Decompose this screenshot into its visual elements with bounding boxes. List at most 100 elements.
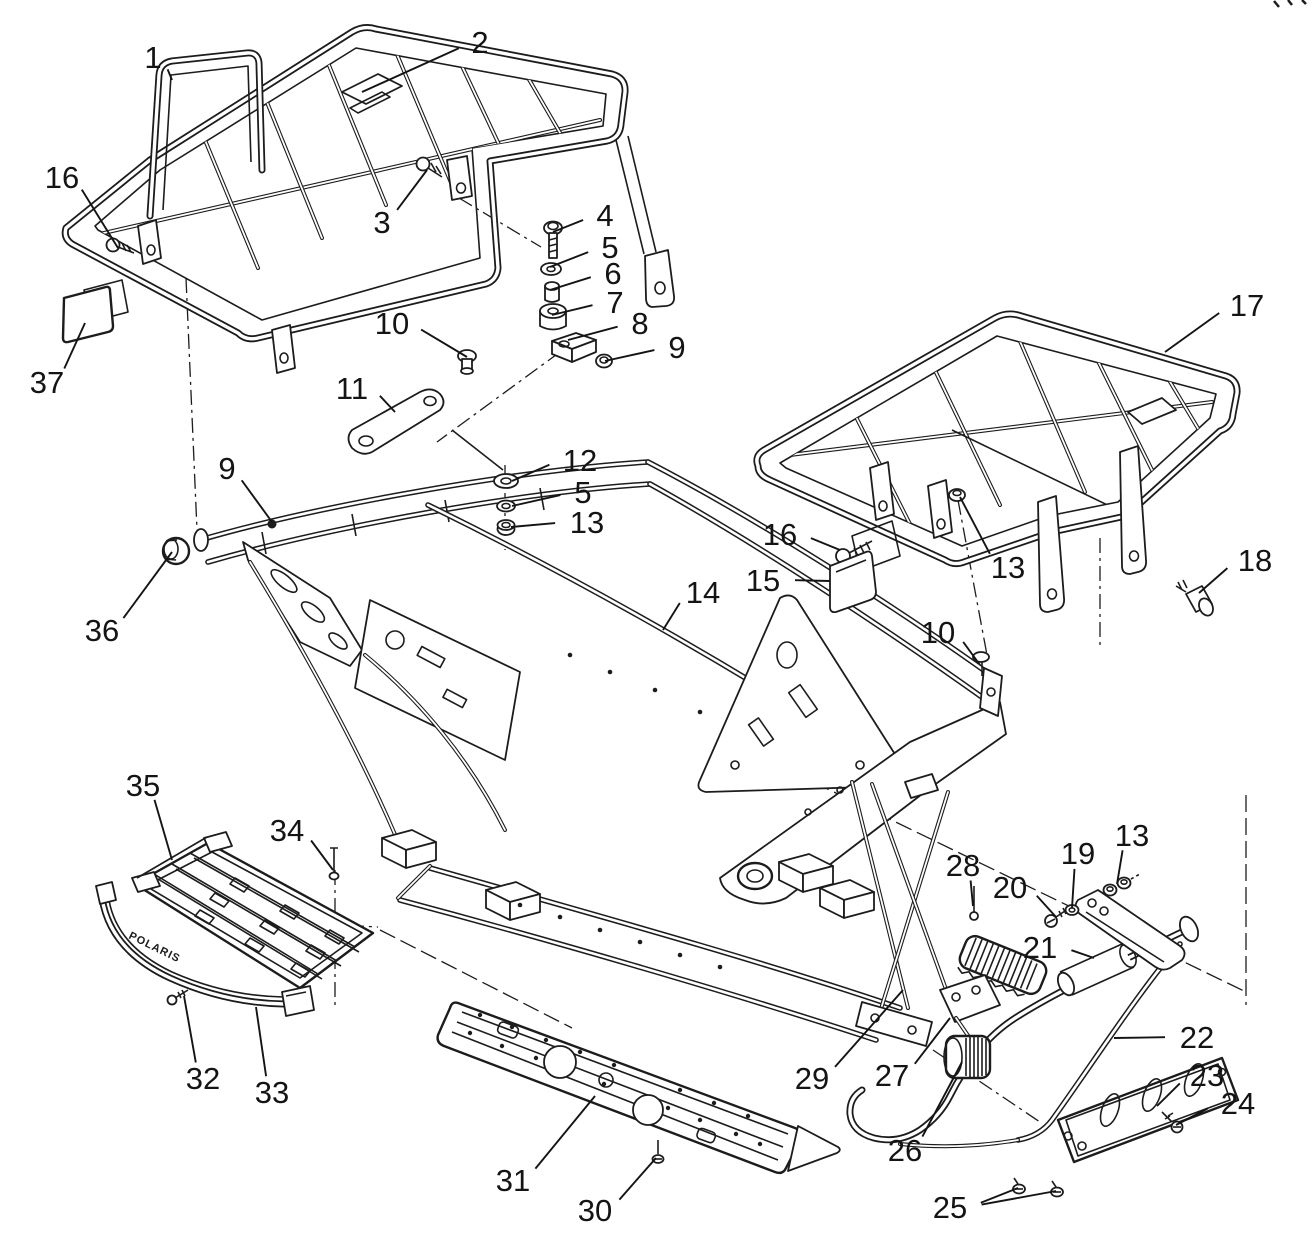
hardware-stack — [347, 156, 613, 536]
front-tube-end — [193, 528, 209, 552]
page-corner-marks — [1273, 0, 1307, 8]
backrest-hoop — [146, 49, 266, 220]
guard-mount-arm — [1074, 889, 1186, 971]
leader-line-4-4 — [552, 219, 584, 233]
bolt-3 — [415, 156, 443, 178]
leader-line-18-23 — [1198, 567, 1229, 594]
leader-line-11-11 — [379, 395, 396, 413]
callout-label-25-39: 25 — [933, 1190, 967, 1225]
pin-34 — [328, 847, 340, 881]
callout-label-8-8: 8 — [631, 306, 648, 341]
callout-label-14-18: 14 — [686, 575, 720, 610]
leader-line-21-36 — [1071, 949, 1095, 959]
bushing-36 — [161, 536, 191, 566]
washer-12 — [493, 473, 519, 489]
callout-label-26-38: 26 — [888, 1133, 922, 1168]
bracket-11 — [347, 388, 445, 455]
leader-line-13-35 — [1116, 850, 1124, 885]
footrest-assembly: POLARIS — [95, 831, 375, 1017]
nut-13b — [948, 488, 966, 502]
reflector-37 — [61, 279, 129, 344]
bushing-7 — [539, 303, 567, 331]
bolt-18 — [1175, 579, 1214, 617]
leader-line-10-10 — [420, 328, 468, 358]
leader-line-25-39 — [980, 1187, 1019, 1204]
callout-label-29-31: 29 — [795, 1061, 829, 1096]
leader-line-16-20 — [810, 537, 841, 551]
bolt-16-front — [105, 237, 135, 254]
leader-line-10-24 — [962, 641, 981, 666]
leader-line-17-22 — [1164, 312, 1220, 353]
leader-line-29-31 — [834, 989, 904, 1068]
callout-label-12-14: 12 — [563, 443, 597, 478]
callout-label-6-6: 6 — [604, 256, 621, 291]
callout-label-9-13: 9 — [218, 451, 235, 486]
rear-rack — [753, 310, 1241, 617]
leader-line-24-42 — [1175, 1107, 1209, 1126]
leader-line-3-3 — [396, 169, 428, 211]
callout-label-16-20: 16 — [763, 517, 797, 552]
knob-26 — [943, 1034, 992, 1080]
leader-line-32-27 — [183, 995, 197, 1063]
callout-label-35-25: 35 — [126, 768, 160, 803]
screw-20 — [1044, 907, 1069, 928]
rear-rack-straps — [869, 445, 1147, 613]
callout-label-18-23: 18 — [1238, 543, 1272, 578]
leader-line-7-7 — [551, 304, 593, 316]
callout-label-7-7: 7 — [606, 285, 623, 320]
leader-line-2-1 — [361, 47, 460, 93]
leader-line-28-32 — [969, 880, 974, 907]
callout-label-28-32: 28 — [946, 848, 980, 883]
callout-label-13-35: 13 — [1115, 818, 1149, 853]
footrest-slat-holes — [194, 877, 345, 978]
leader-line-36-17 — [122, 551, 173, 619]
leader-line-26-38 — [921, 1061, 963, 1138]
callout-label-3-3: 3 — [373, 205, 390, 240]
leader-line-13-16 — [510, 522, 556, 528]
leader-line-5-5 — [549, 251, 589, 268]
callout-label-9-9: 9 — [668, 330, 685, 365]
leader-line-33-28 — [255, 1006, 268, 1077]
callout-label-17-22: 17 — [1230, 288, 1264, 323]
pin-28 — [969, 886, 979, 921]
callout-label-21-36: 21 — [1023, 930, 1057, 965]
leader-line-13-21 — [959, 496, 991, 555]
callout-label-32-27: 32 — [186, 1061, 220, 1096]
callout-label-24-42: 24 — [1221, 1086, 1255, 1121]
screw-32 — [166, 989, 189, 1006]
leader-line-1-0 — [166, 68, 173, 81]
bracket-8 — [551, 332, 597, 363]
callout-label-37-12: 37 — [30, 365, 64, 400]
leader-line-5-15 — [511, 494, 561, 507]
callout-label-34-26: 34 — [270, 813, 304, 848]
nut-13a — [496, 519, 516, 536]
callout-label-5-15: 5 — [574, 475, 591, 510]
sleeve-21 — [1056, 943, 1137, 997]
leader-line-35-25 — [153, 799, 173, 861]
callout-label-2-1: 2 — [471, 25, 488, 60]
callout-label-5-5: 5 — [601, 230, 618, 265]
bolt-4 — [543, 220, 563, 259]
tail-bracket — [979, 667, 1003, 717]
leader-line-30-30 — [618, 1157, 657, 1201]
leader-line-9-13 — [240, 479, 273, 523]
leader-line-14-18 — [662, 602, 681, 631]
front-rack-straps — [137, 135, 675, 374]
leader-line-34-26 — [310, 839, 334, 871]
leader-line-15-19 — [794, 579, 831, 582]
leader-line-22-40 — [1113, 1036, 1166, 1039]
leader-line-20-33 — [1036, 895, 1057, 918]
callout-label-16-2: 16 — [45, 160, 79, 195]
callout-label-36-17: 36 — [85, 613, 119, 648]
callout-label-23-41: 23 — [1190, 1058, 1224, 1093]
callout-label-10-10: 10 — [375, 306, 409, 341]
callout-label-10-24: 10 — [921, 615, 955, 650]
front-rack — [61, 24, 675, 374]
leader-line-16-2 — [80, 189, 119, 249]
leader-line-9-9 — [604, 349, 655, 362]
leader-line-31-29 — [534, 1095, 596, 1170]
rack-plate-2 — [341, 73, 403, 114]
